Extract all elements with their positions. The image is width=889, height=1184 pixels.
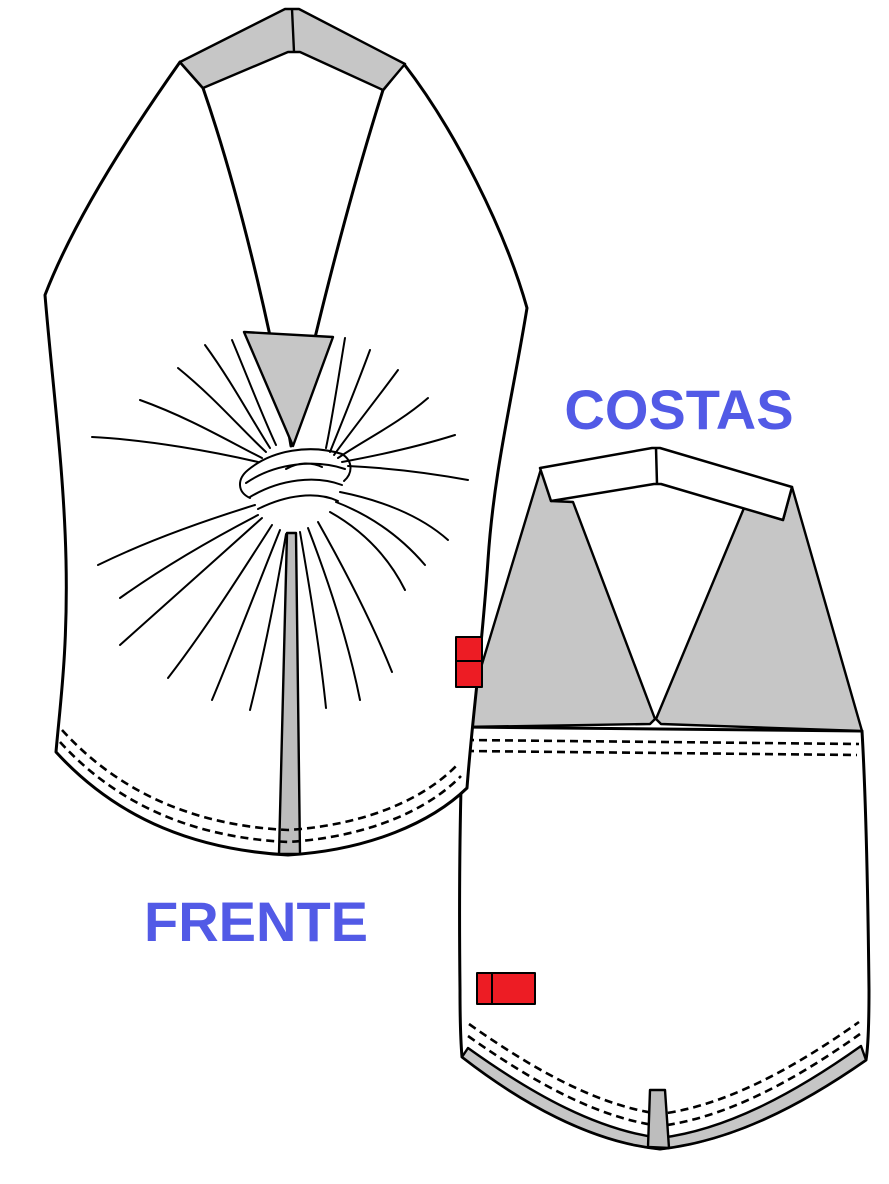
back-hem-facing: [460, 1044, 868, 1151]
gather-drape-lines: [91, 337, 469, 711]
back-view: [458, 446, 871, 1151]
front-view: [43, 7, 529, 857]
front-bodice: [43, 60, 529, 857]
back-yoke-seam-stitching: [465, 738, 860, 757]
front-neck-band: [178, 7, 407, 92]
front-view-label: FRENTE: [144, 890, 368, 953]
side-seam-tag-lower: [476, 972, 536, 1005]
front-center-slit: [277, 531, 302, 856]
back-view-label: COSTAS: [564, 378, 793, 441]
back-vent-slit: [646, 1088, 671, 1150]
side-seam-tag-upper: [455, 636, 483, 688]
front-neckline-insert: [242, 330, 335, 448]
front-hem-stitching: [59, 729, 462, 844]
back-neck-band: [538, 446, 794, 522]
tags: [455, 636, 536, 1005]
twist-knot: [239, 448, 352, 510]
back-halter-strap-right: [654, 485, 864, 733]
